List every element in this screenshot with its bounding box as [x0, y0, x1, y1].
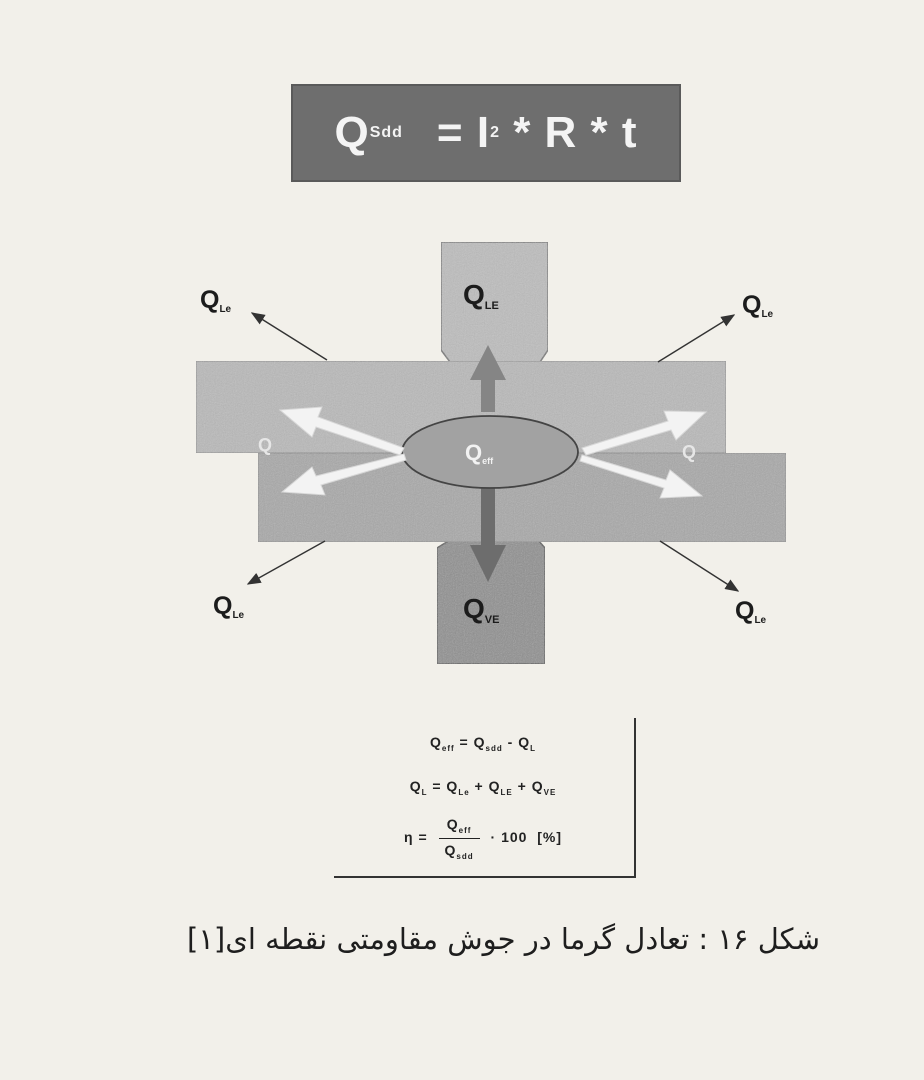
loss-label-top-right: QLe — [742, 291, 774, 320]
loss-label-bottom-right: QLe — [735, 597, 767, 626]
equation-efficiency-heat: Qeff = Qsdd - QL — [430, 734, 536, 753]
formula-rhs-prefix: = I — [436, 108, 491, 157]
heat-balance-diagram: QLE QVE Qeff Q Q QLe QLe QLe QLe — [195, 241, 787, 665]
left-conduction-arrows — [278, 406, 407, 496]
equations-panel: Qeff = Qsdd - QL QL = QLe + QLE + QVE η … — [334, 718, 636, 878]
bottom-block-label: QVE — [463, 593, 499, 626]
weld-nugget-ellipse — [401, 415, 579, 489]
formula-exponent: 2 — [490, 124, 500, 141]
formula-rhs-suffix: * R * t — [499, 108, 638, 157]
up-heat-arrow — [470, 345, 506, 412]
top-block-label: QLE — [463, 279, 499, 312]
loss-arrows — [246, 312, 740, 592]
formula-q-subscript: Sdd — [369, 124, 403, 141]
loss-label-top-left: QLe — [200, 286, 232, 315]
right-inner-label: Q — [682, 442, 696, 462]
right-conduction-arrows — [579, 410, 708, 499]
left-inner-label: Q — [258, 435, 272, 455]
down-heat-arrow — [470, 488, 506, 582]
nugget-label: Qeff — [465, 440, 494, 466]
figure-caption: شکل ۱۶ : تعادل گرما در جوش مقاومتی نقطه … — [186, 922, 820, 956]
loss-label-bottom-left: QLe — [213, 592, 245, 621]
formula-q-symbol: Q — [334, 108, 370, 157]
efficiency-fraction: Qeff Qsdd — [438, 816, 480, 861]
equation-efficiency-ratio: η = Qeff Qsdd · 100 [%] — [404, 816, 562, 861]
equation-heat-losses: QL = QLe + QLE + QVE — [409, 778, 557, 797]
